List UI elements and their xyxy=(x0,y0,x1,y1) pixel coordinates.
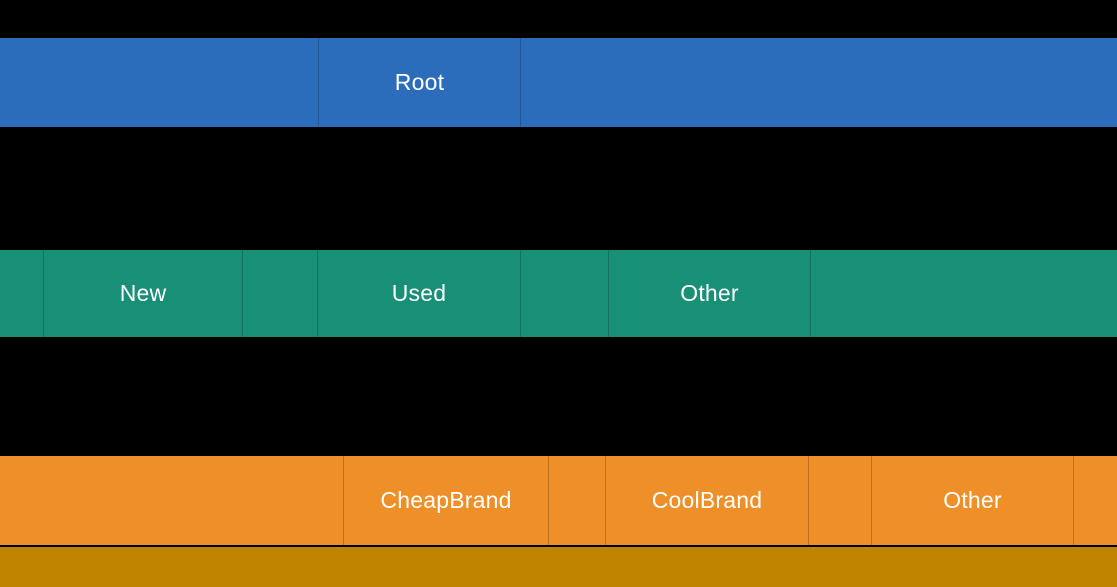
icicle-node-unlabeled-0-0[interactable] xyxy=(0,38,318,127)
icicle-level-brand: CheapBrand CoolBrand Other xyxy=(0,456,1117,545)
icicle-node-label: Root xyxy=(394,69,445,95)
icicle-node-other[interactable]: Other xyxy=(608,250,810,337)
icicle-node-unlabeled-3-0[interactable] xyxy=(0,547,1117,587)
icicle-node-label: CheapBrand xyxy=(380,487,512,513)
icicle-node-coolbrand[interactable]: CoolBrand xyxy=(605,456,808,545)
icicle-node-root[interactable]: Root xyxy=(318,38,520,127)
icicle-node-unlabeled-2-6[interactable] xyxy=(1073,456,1117,545)
icicle-node-label: CoolBrand xyxy=(651,487,763,513)
icicle-node-unlabeled-1-6[interactable] xyxy=(810,250,1117,337)
icicle-node-cheapbrand[interactable]: CheapBrand xyxy=(343,456,548,545)
icicle-node-unlabeled-1-4[interactable] xyxy=(520,250,608,337)
icicle-node-label: New xyxy=(119,280,167,306)
icicle-node-unlabeled-2-0[interactable] xyxy=(0,456,343,545)
icicle-node-unlabeled-1-2[interactable] xyxy=(242,250,317,337)
icicle-node-used[interactable]: Used xyxy=(317,250,520,337)
icicle-node-unlabeled-0-2[interactable] xyxy=(520,38,1117,127)
icicle-node-label: Used xyxy=(391,280,447,306)
icicle-node-unlabeled-1-0[interactable] xyxy=(0,250,43,337)
icicle-level-category: New Used Other xyxy=(0,250,1117,337)
icicle-level-leaf xyxy=(0,547,1117,587)
icicle-level-root: Root xyxy=(0,38,1117,127)
icicle-node-label: Other xyxy=(680,280,739,306)
icicle-node-unlabeled-2-2[interactable] xyxy=(548,456,605,545)
icicle-node-other[interactable]: Other xyxy=(871,456,1073,545)
icicle-node-unlabeled-2-4[interactable] xyxy=(808,456,871,545)
icicle-node-new[interactable]: New xyxy=(43,250,242,337)
icicle-node-label: Other xyxy=(943,487,1002,513)
